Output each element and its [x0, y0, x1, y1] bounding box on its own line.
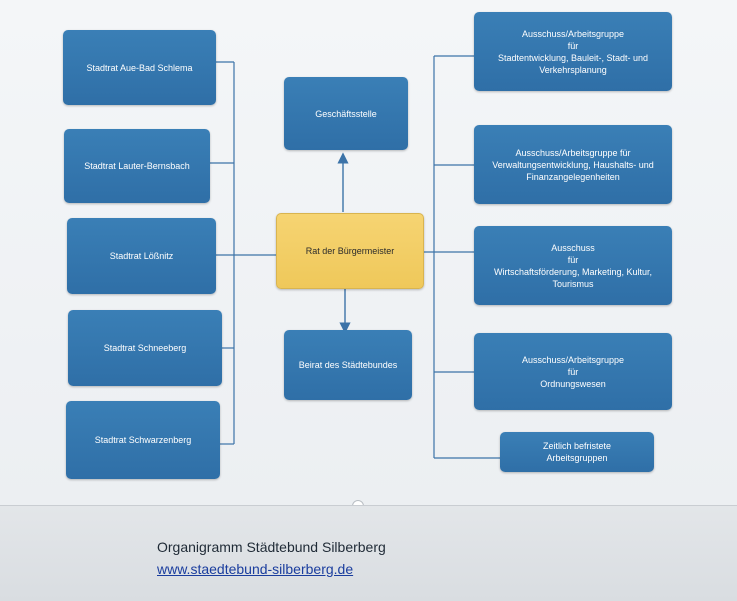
box-beirat-des-staedtebundes: Beirat des Städtebundes [284, 330, 412, 400]
website-link[interactable]: www.staedtebund-silberberg.de [157, 561, 354, 577]
box-ausschuss-stadtentwicklung: Ausschuss/Arbeitsgruppe für Stadtentwick… [474, 12, 672, 91]
box-zeitlich-befristete-arbeitsgruppen: Zeitlich befristete Arbeitsgruppen [500, 432, 654, 472]
box-label: Ausschuss/Arbeitsgruppe für Ordnungswese… [521, 354, 625, 389]
box-label: Geschäftsstelle [315, 108, 377, 119]
box-label: Stadtrat Lößnitz [109, 251, 174, 261]
box-label: Zeitlich befristete Arbeitsgruppen [542, 441, 612, 463]
footer: Organigramm Städtebund Silberberg www.st… [0, 505, 737, 601]
box-label: Stadtrat Schwarzenberg [94, 435, 192, 445]
box-label: Ausschuss/Arbeitsgruppe für Stadtentwick… [497, 28, 649, 75]
box-stadtrat-schwarzenberg: Stadtrat Schwarzenberg [66, 401, 220, 479]
box-label: Stadtrat Lauter-Bernsbach [84, 161, 190, 171]
box-label: Ausschuss/Arbeitsgruppe für Verwaltungse… [492, 147, 654, 182]
box-label: Stadtrat Schneeberg [103, 343, 187, 353]
box-ausschuss-verwaltungsentwicklung: Ausschuss/Arbeitsgruppe für Verwaltungse… [474, 125, 672, 204]
box-rat-der-buergermeister: Rat der Bürgermeister [276, 213, 424, 289]
box-stadtrat-lauter-bernsbach: Stadtrat Lauter-Bernsbach [64, 129, 210, 203]
box-label: Ausschuss für Wirtschaftsförderung, Mark… [493, 242, 653, 289]
box-stadtrat-aue-bad-schlema: Stadtrat Aue-Bad Schlema [63, 30, 216, 105]
box-label: Rat der Bürgermeister [305, 246, 395, 256]
org-chart-canvas: Stadtrat Aue-Bad Schlema Stadtrat Lauter… [0, 0, 737, 505]
box-ausschuss-wirtschaftsfoerderung: Ausschuss für Wirtschaftsförderung, Mark… [474, 226, 672, 305]
box-stadtrat-loessnitz: Stadtrat Lößnitz [67, 218, 216, 294]
box-label: Beirat des Städtebundes [298, 360, 398, 370]
box-ausschuss-ordnungswesen: Ausschuss/Arbeitsgruppe für Ordnungswese… [474, 333, 672, 410]
box-label: Stadtrat Aue-Bad Schlema [86, 62, 193, 73]
box-stadtrat-schneeberg: Stadtrat Schneeberg [68, 310, 222, 386]
box-geschaeftsstelle: Geschäftsstelle [284, 77, 408, 150]
caption-title: Organigramm Städtebund Silberberg [157, 539, 386, 555]
